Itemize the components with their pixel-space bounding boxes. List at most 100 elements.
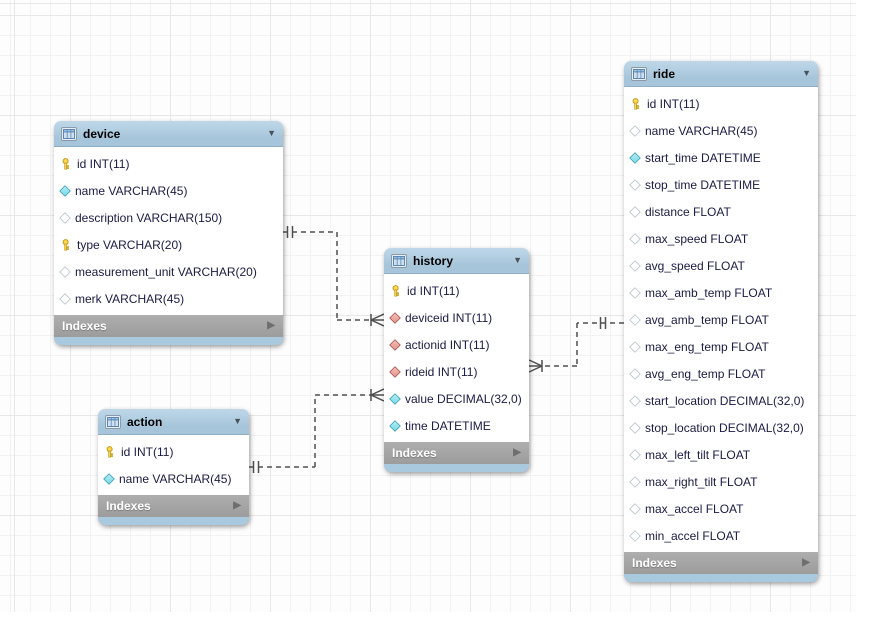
relationship-connector-ride-history[interactable] <box>528 317 624 373</box>
field-text: name VARCHAR(45) <box>75 183 188 198</box>
indexes-section[interactable]: Indexes ▶ <box>54 315 283 337</box>
field-text: start_location DECIMAL(32,0) <box>645 393 805 408</box>
field-text: stop_location DECIMAL(32,0) <box>645 420 804 435</box>
indexes-expander-icon[interactable]: ▶ <box>802 557 810 568</box>
notnull-diamond-icon <box>59 184 71 197</box>
table-footer <box>624 574 818 582</box>
field-text: max_eng_temp FLOAT <box>645 339 769 354</box>
indexes-label: Indexes <box>62 319 107 333</box>
table-header[interactable]: action ▼ <box>98 409 249 435</box>
table-action[interactable]: action ▼ id INT(11) name VARCHAR(45) Inde… <box>98 409 249 525</box>
table-title: action <box>127 414 163 429</box>
field-text: max_speed FLOAT <box>645 231 749 246</box>
field-text: id INT(11) <box>77 156 130 171</box>
field-row-device-1[interactable]: name VARCHAR(45) <box>54 177 283 204</box>
collapse-caret-icon[interactable]: ▼ <box>802 68 811 78</box>
indexes-expander-icon[interactable]: ▶ <box>267 320 275 331</box>
field-row-action-1[interactable]: name VARCHAR(45) <box>98 465 249 492</box>
field-text: max_amb_temp FLOAT <box>645 285 773 300</box>
table-fields: id INT(11)deviceid INT(11) actionid INT(1… <box>384 274 529 442</box>
indexes-expander-icon[interactable]: ▶ <box>513 447 521 458</box>
notnull-diamond-icon <box>103 472 115 485</box>
nullable-diamond-icon <box>629 286 641 299</box>
nullable-diamond-icon <box>629 259 641 272</box>
nullable-diamond-icon <box>629 232 641 245</box>
nullable-diamond-icon <box>629 529 641 542</box>
nullable-diamond-icon <box>59 265 71 278</box>
table-title: history <box>413 253 454 268</box>
field-row-device-0[interactable]: id INT(11) <box>54 150 283 177</box>
field-row-history-0[interactable]: id INT(11) <box>384 277 529 304</box>
field-row-ride-4[interactable]: distance FLOAT <box>624 198 818 225</box>
field-row-device-2[interactable]: description VARCHAR(150) <box>54 204 283 231</box>
field-text: distance FLOAT <box>645 204 731 219</box>
table-header[interactable]: history ▼ <box>384 248 529 274</box>
collapse-caret-icon[interactable]: ▼ <box>267 128 276 138</box>
field-row-history-3[interactable]: rideid INT(11) <box>384 358 529 385</box>
table-footer <box>98 517 249 525</box>
field-text: actionid INT(11) <box>405 337 490 352</box>
relationship-connector-action-history[interactable] <box>249 388 385 473</box>
table-device[interactable]: device ▼ id INT(11) name VARCHAR(45) descr… <box>54 121 283 345</box>
indexes-label: Indexes <box>106 499 151 513</box>
nullable-diamond-icon <box>629 124 641 137</box>
field-row-history-1[interactable]: deviceid INT(11) <box>384 304 529 331</box>
nullable-diamond-icon <box>629 178 641 191</box>
table-ride[interactable]: ride ▼ id INT(11)name VARCHAR(45)start_t… <box>624 61 818 582</box>
indexes-section[interactable]: Indexes ▶ <box>624 552 818 574</box>
primary-key-icon <box>62 157 69 170</box>
field-text: max_left_tilt FLOAT <box>645 447 751 462</box>
nullable-diamond-icon <box>59 292 71 305</box>
field-text: max_accel FLOAT <box>645 501 744 516</box>
nullable-diamond-icon <box>629 367 641 380</box>
foreign-key-diamond-icon <box>389 365 401 378</box>
nullable-diamond-icon <box>629 421 641 434</box>
notnull-diamond-icon <box>389 419 401 432</box>
notnull-diamond-icon <box>629 151 641 164</box>
field-row-history-4[interactable]: value DECIMAL(32,0) <box>384 385 529 412</box>
table-icon <box>61 126 77 141</box>
field-row-device-5[interactable]: merk VARCHAR(45) <box>54 285 283 312</box>
field-row-ride-10[interactable]: avg_eng_temp FLOAT <box>624 360 818 387</box>
table-header[interactable]: device ▼ <box>54 121 283 147</box>
field-row-ride-0[interactable]: id INT(11) <box>624 90 818 117</box>
field-row-ride-11[interactable]: start_location DECIMAL(32,0) <box>624 387 818 414</box>
foreign-key-diamond-icon <box>389 338 401 351</box>
diagram-canvas[interactable]: device ▼ id INT(11)name VARCHAR(45)descr… <box>0 0 856 612</box>
indexes-section[interactable]: Indexes ▶ <box>384 442 529 464</box>
table-history[interactable]: history ▼ id INT(11)deviceid INT(11) acti… <box>384 248 529 472</box>
relationship-connector-device-history[interactable] <box>283 226 385 327</box>
field-row-ride-1[interactable]: name VARCHAR(45) <box>624 117 818 144</box>
table-header[interactable]: ride ▼ <box>624 61 818 87</box>
indexes-section[interactable]: Indexes ▶ <box>98 495 249 517</box>
field-text: id INT(11) <box>121 444 174 459</box>
field-text: avg_amb_temp FLOAT <box>645 312 769 327</box>
field-text: min_accel FLOAT <box>645 528 741 543</box>
field-row-ride-9[interactable]: max_eng_temp FLOAT <box>624 333 818 360</box>
field-text: value DECIMAL(32,0) <box>405 391 522 406</box>
field-row-ride-14[interactable]: max_right_tilt FLOAT <box>624 468 818 495</box>
field-row-history-2[interactable]: actionid INT(11) <box>384 331 529 358</box>
field-row-ride-8[interactable]: avg_amb_temp FLOAT <box>624 306 818 333</box>
field-row-ride-12[interactable]: stop_location DECIMAL(32,0) <box>624 414 818 441</box>
field-row-ride-15[interactable]: max_accel FLOAT <box>624 495 818 522</box>
field-text: name VARCHAR(45) <box>119 471 232 486</box>
indexes-label: Indexes <box>392 446 437 460</box>
field-row-history-5[interactable]: time DATETIME <box>384 412 529 439</box>
nullable-diamond-icon <box>629 475 641 488</box>
collapse-caret-icon[interactable]: ▼ <box>513 255 522 265</box>
field-row-ride-6[interactable]: avg_speed FLOAT <box>624 252 818 279</box>
indexes-expander-icon[interactable]: ▶ <box>233 500 241 511</box>
field-row-ride-2[interactable]: start_time DATETIME <box>624 144 818 171</box>
field-row-ride-13[interactable]: max_left_tilt FLOAT <box>624 441 818 468</box>
nullable-diamond-icon <box>629 394 641 407</box>
field-row-ride-7[interactable]: max_amb_temp FLOAT <box>624 279 818 306</box>
field-row-ride-3[interactable]: stop_time DATETIME <box>624 171 818 198</box>
field-text: description VARCHAR(150) <box>75 210 223 225</box>
field-row-action-0[interactable]: id INT(11) <box>98 438 249 465</box>
field-row-device-3[interactable]: type VARCHAR(20) <box>54 231 283 258</box>
field-row-device-4[interactable]: measurement_unit VARCHAR(20) <box>54 258 283 285</box>
collapse-caret-icon[interactable]: ▼ <box>233 416 242 426</box>
field-row-ride-5[interactable]: max_speed FLOAT <box>624 225 818 252</box>
field-row-ride-16[interactable]: min_accel FLOAT <box>624 522 818 549</box>
